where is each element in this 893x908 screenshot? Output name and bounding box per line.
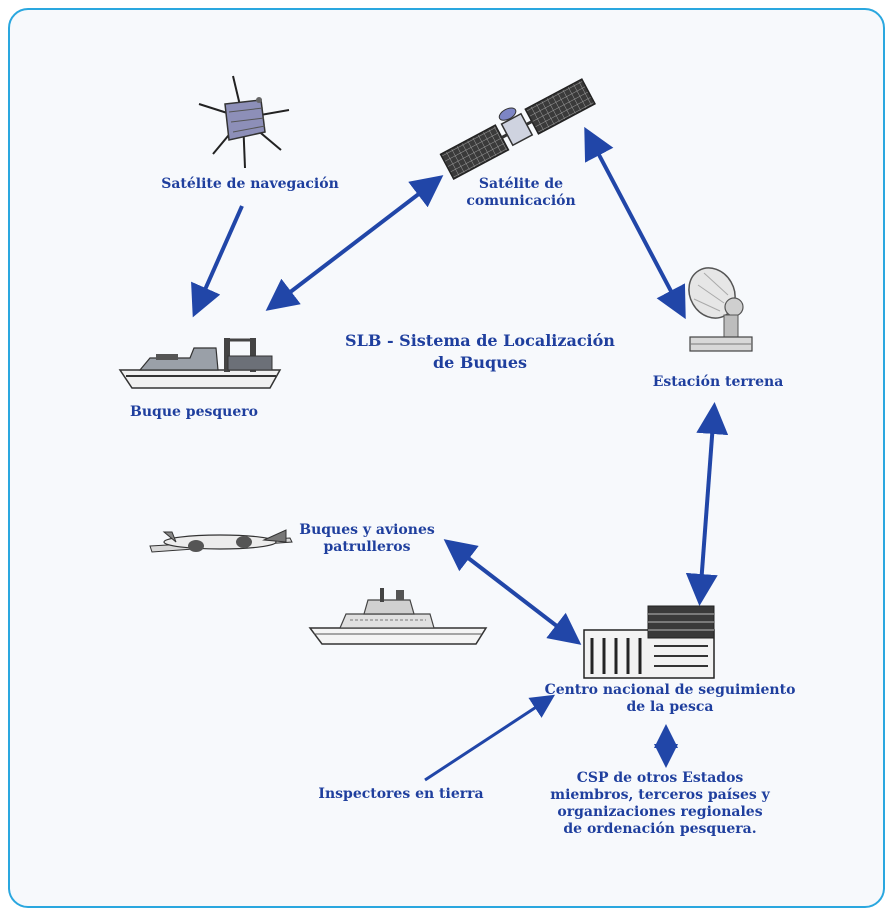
communication-satellite-icon (439, 78, 596, 180)
title-line1: SLB - Sistema de Localización (345, 331, 615, 350)
label-text: Buque pesquero (130, 404, 258, 420)
label-text-line1: Buques y aviones (299, 522, 435, 538)
label-text-line2: patrulleros (323, 539, 411, 555)
label-text-line1: Satélite de (478, 176, 564, 192)
diagram-title: SLB - Sistema de Localización de Buques (320, 330, 640, 374)
navigation-satellite-icon (198, 75, 290, 169)
diagram-canvas (118, 75, 753, 782)
label-navigation-satellite: Satélite de navegación (160, 176, 340, 193)
label-text: Inspectores en tierra (318, 786, 484, 802)
label-text-line1: Centro nacional de seguimiento (544, 682, 796, 698)
ground-station-antenna-icon (688, 267, 753, 352)
title-line2: de Buques (432, 353, 528, 372)
label-text-line3: organizaciones regionales (557, 804, 763, 820)
label-text-line2: miembros, terceros países y (550, 787, 770, 803)
patrol-ship-icon (308, 588, 488, 645)
patrol-aircraft-icon (149, 529, 293, 553)
arrow-ground-station-center (685, 402, 729, 606)
fishing-vessel-icon (118, 338, 282, 389)
arrow-patrol-center (443, 539, 582, 645)
label-text-line4: de ordenación pesquera. (563, 821, 757, 837)
arrow-vessel-comm-sat (265, 175, 444, 311)
label-text-line2: de la pesca (626, 699, 714, 715)
label-ground-station: Estación terrena (638, 374, 798, 391)
label-fishing-vessel: Buque pesquero (114, 404, 274, 421)
label-text: Satélite de navegación (161, 176, 339, 192)
label-csp: CSP de otros Estados miembros, terceros … (530, 770, 790, 838)
arrow-inspectors-to-center (424, 694, 556, 782)
diagram-card: Satélite de navegación Satélite de comun… (8, 8, 885, 908)
arrow-comm-sat-ground-station (584, 126, 686, 320)
label-patrol: Buques y aviones patrulleros (292, 522, 442, 556)
label-inspectors: Inspectores en tierra (306, 786, 496, 803)
label-national-center: Centro nacional de seguimiento de la pes… (530, 682, 810, 716)
label-text: Estación terrena (652, 374, 784, 390)
label-text-line2: comunicación (466, 193, 576, 209)
label-communication-satellite: Satélite de comunicación (456, 176, 586, 210)
arrow-nav-sat-to-vessel (191, 205, 244, 318)
control-center-building-icon (583, 605, 715, 679)
label-text-line1: CSP de otros Estados (576, 770, 744, 786)
